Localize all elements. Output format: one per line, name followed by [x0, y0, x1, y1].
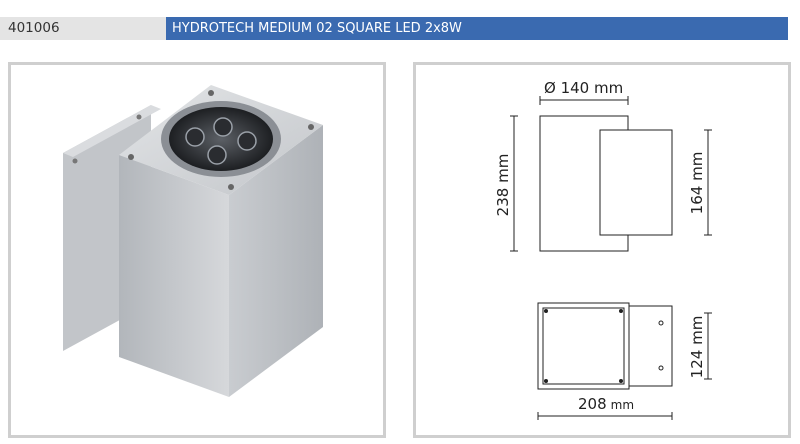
width-label: 208 mm [578, 395, 634, 413]
depth-label: 124 mm [688, 316, 706, 379]
width-value: 208 [578, 395, 607, 413]
top-view-plate [628, 305, 673, 387]
product-title: HYDROTECH MEDIUM 02 SQUARE LED 2x8W [166, 17, 788, 40]
technical-drawing-panel: Ø 140 mm 238 mm 164 mm 124 mm 208 mm [413, 62, 791, 438]
top-view-box [537, 302, 630, 390]
body-left-face [119, 155, 229, 397]
top-view-inner [542, 307, 625, 385]
height-total-label: 238 mm [494, 154, 512, 217]
side-view-body [599, 129, 673, 236]
product-photo [63, 85, 323, 397]
technical-drawing: Ø 140 mm 238 mm 164 mm 124 mm 208 mm [494, 79, 712, 420]
height-box-label: 164 mm [688, 152, 706, 215]
product-code: 401006 [0, 17, 166, 40]
diameter-label: Ø 140 mm [544, 79, 623, 97]
product-photo-panel [8, 62, 386, 438]
width-unit: mm [611, 398, 634, 412]
body-right-face [229, 125, 323, 397]
header-bar: 401006 HYDROTECH MEDIUM 02 SQUARE LED 2x… [0, 17, 800, 40]
led-lens [169, 107, 273, 171]
